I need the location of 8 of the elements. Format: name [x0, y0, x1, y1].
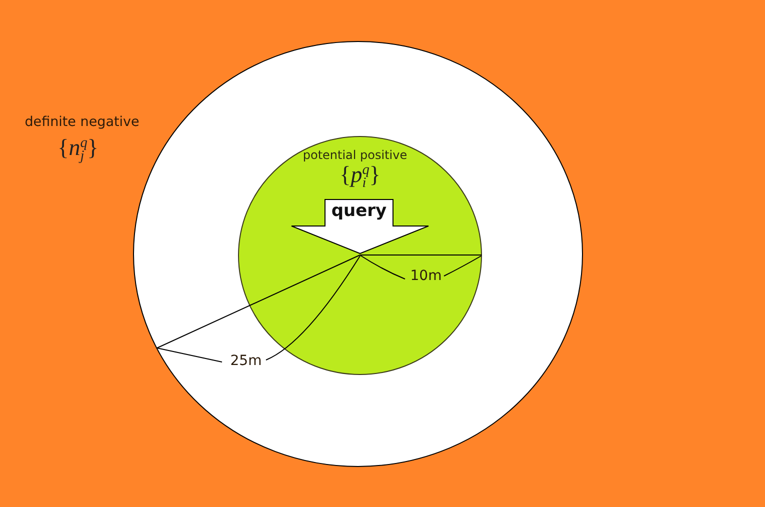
dimension-label: 25m [230, 353, 262, 370]
query-arrow-shape [291, 199, 429, 254]
query-label: query [331, 201, 387, 222]
dimension-label: 10m [410, 268, 442, 285]
set-notation: {n$_{j}$$^{q}$} [58, 134, 98, 162]
set-notation: {p$_{i}$$^{q}$} [340, 162, 380, 189]
region-label: potential positive [302, 148, 408, 162]
region-label: definite negative [24, 114, 140, 130]
